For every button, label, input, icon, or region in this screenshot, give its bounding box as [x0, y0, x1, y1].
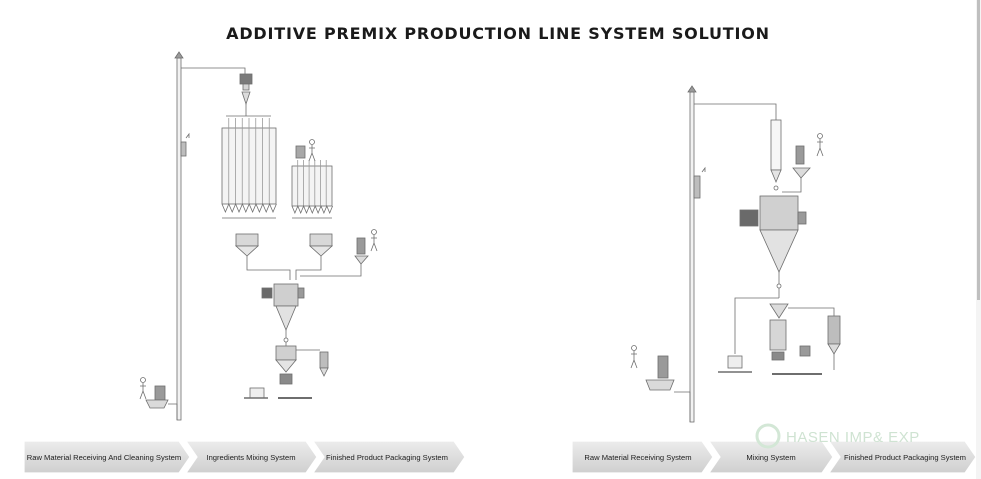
left-stage-3-label: Finished Product Packaging System — [326, 453, 448, 462]
left-weighing-hoppers — [234, 233, 334, 280]
right-stage-1-label: Raw Material Receiving System — [584, 453, 691, 462]
left-stage-chevrons: Raw Material Receiving And Cleaning Syst… — [23, 440, 466, 474]
left-top-conveyor — [181, 67, 246, 74]
right-process-line — [630, 85, 841, 423]
left-bucket-elevator — [174, 51, 190, 421]
right-stage-3: Finished Product Packaging System — [827, 440, 977, 474]
watermark: HASEN IMP& EXP — [755, 423, 920, 449]
right-stage-3-label: Finished Product Packaging System — [844, 453, 966, 462]
right-stage-chevrons: Raw Material Receiving System Mixing Sys… — [571, 440, 977, 474]
scrollbar-thumb[interactable] — [977, 0, 980, 300]
left-large-silo-bank — [221, 118, 277, 219]
left-stage-2-label: Ingredients Mixing System — [206, 453, 295, 462]
left-manual-dosing-station — [300, 229, 378, 277]
right-bucket-elevator — [687, 85, 706, 423]
right-pulse-dust-filter — [770, 119, 782, 191]
left-mixer — [261, 283, 305, 346]
watermark-logo-icon — [755, 423, 781, 449]
right-stage-2: Mixing System — [707, 440, 834, 474]
right-packaging-station — [718, 297, 841, 375]
left-stage-3: Finished Product Packaging System — [311, 440, 466, 474]
right-stage-2-label: Mixing System — [746, 453, 795, 462]
watermark-text: HASEN IMP& EXP — [786, 429, 920, 446]
left-stage-2: Ingredients Mixing System — [184, 440, 318, 474]
left-packaging-station — [244, 345, 329, 399]
left-stage-1: Raw Material Receiving And Cleaning Syst… — [23, 440, 191, 474]
left-stage-1-label: Raw Material Receiving And Cleaning Syst… — [27, 453, 181, 462]
left-top-dust-collector — [226, 73, 271, 117]
left-receiving-pit — [139, 377, 178, 420]
right-top-conveyor — [694, 103, 777, 120]
right-manual-dosing-station — [782, 133, 824, 193]
left-process-line — [139, 51, 378, 421]
right-receiving-pit — [630, 345, 691, 422]
right-mixer — [739, 195, 807, 298]
left-small-silo-bank — [291, 139, 333, 219]
page-title: ADDITIVE PREMIX PRODUCTION LINE SYSTEM S… — [226, 24, 770, 43]
right-stage-1: Raw Material Receiving System — [571, 440, 714, 474]
